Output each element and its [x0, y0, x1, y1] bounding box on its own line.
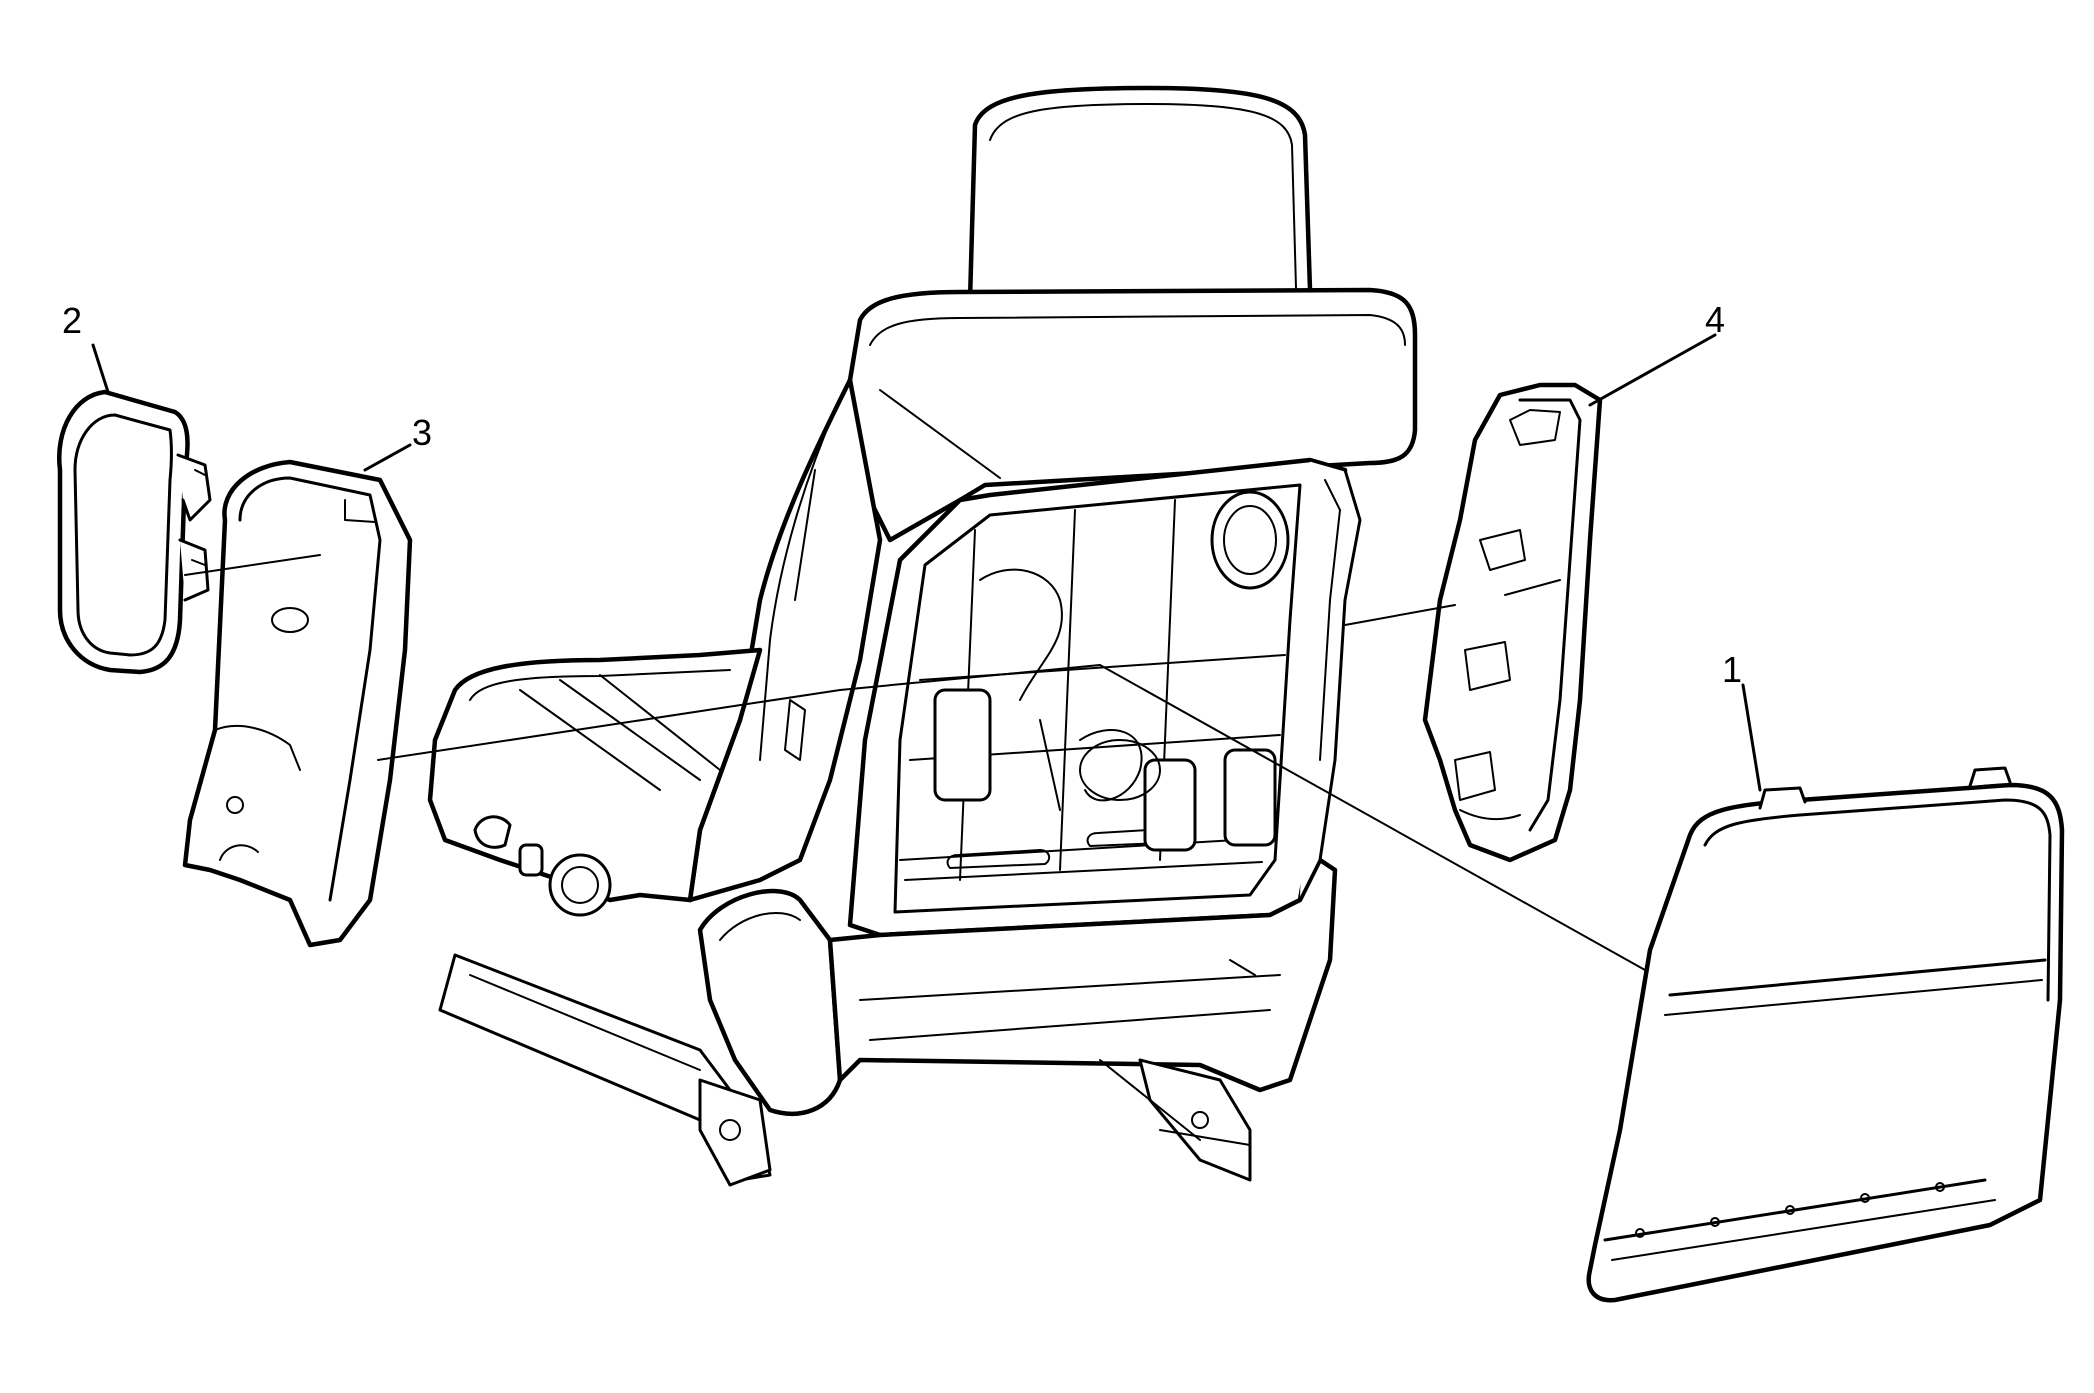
callout-2: 2 [62, 300, 82, 341]
explode-line-frame [839, 664, 1101, 691]
leader-lines [91, 333, 1762, 971]
part-2-switch-bezel [56, 389, 212, 675]
explode-line-4 [1344, 604, 1456, 626]
part-1-seatback-rear-panel [1586, 766, 2065, 1303]
explode-line-1 [1099, 664, 1646, 971]
seatback-right-edge [1298, 458, 1362, 902]
seat-lower-shell [827, 857, 1338, 1093]
seatback-side [687, 377, 883, 903]
leader-3 [363, 443, 412, 472]
seatback-frame [847, 457, 1348, 938]
seat-cushion [427, 647, 763, 917]
explode-line-3 [377, 689, 841, 761]
leader-4 [1588, 333, 1717, 407]
callout-4: 4 [1705, 299, 1725, 340]
part-4-seatback-side-trim [1422, 382, 1603, 863]
seatback-top [847, 287, 1418, 543]
leader-2 [91, 343, 110, 394]
part-3-seatback-side-trim [182, 459, 413, 948]
callout-3: 3 [412, 412, 432, 453]
explode-line-2 [184, 554, 321, 576]
seat-assembly [427, 85, 1418, 1187]
callout-labels: 2 3 4 1 [62, 299, 1742, 690]
seat-tracks [438, 953, 1252, 1187]
leader-1 [1741, 683, 1762, 792]
callout-1: 1 [1722, 649, 1742, 690]
